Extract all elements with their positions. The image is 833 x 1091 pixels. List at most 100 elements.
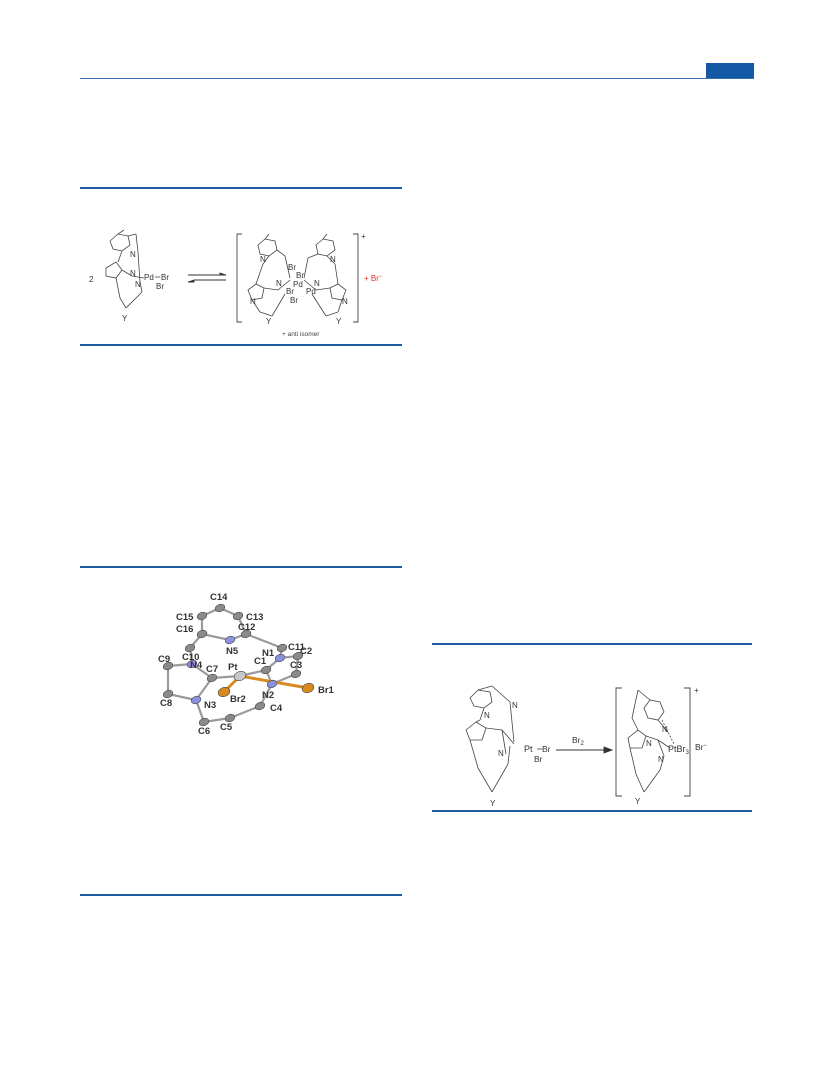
scheme1-note: + anti isomer (282, 331, 320, 338)
product-bracket (615, 687, 691, 797)
scheme1-equilibrium: 2 N N N Pd Br Br Y + (89, 229, 383, 338)
dimer-charge: + (361, 232, 366, 241)
atom-c1 (260, 665, 272, 675)
scheme2-right-ptbr3: PtBr3 (668, 744, 690, 756)
dimer-n-3: N (250, 297, 256, 306)
scheme2-left-n3: N (498, 749, 504, 758)
scheme2-right-n2: N (646, 739, 652, 748)
header-tab (706, 63, 754, 78)
atom-label-c2: C2 (300, 646, 312, 657)
atom-n5 (224, 635, 236, 645)
scheme2-left-br2: Br (534, 754, 543, 764)
atom-c7 (206, 673, 218, 683)
atom-c3 (290, 669, 302, 679)
scheme2-right-n1: N (662, 725, 668, 734)
scheme1-bottom-rule (80, 344, 402, 346)
atom-label-c8: C8 (160, 698, 172, 709)
scheme2-left-y: Y (490, 799, 496, 808)
dimer-br-top2: Br (296, 271, 304, 280)
atom-c6 (198, 717, 210, 727)
atom-c2 (292, 651, 304, 661)
atom-label-c4: C4 (270, 703, 283, 714)
dimer-br-top1: Br (288, 263, 296, 272)
scheme1-pd-left: Pd (144, 273, 154, 282)
atom-c8 (162, 689, 174, 699)
figure-bottom-rule (80, 894, 402, 896)
scheme2-left-br1: Br (542, 744, 551, 754)
bond-C12-C11 (245, 632, 283, 650)
atom-label-c6: C6 (198, 726, 210, 737)
dimer-n-6: N (314, 279, 320, 288)
atom-c16 (196, 629, 208, 639)
bond-C16-N5 (201, 632, 231, 642)
dimer-n-2: N (330, 255, 336, 264)
scheme1-counterion: + Br− (364, 274, 383, 283)
dimer-n-4: N (342, 297, 348, 306)
scheme2-right-n3: N (658, 755, 664, 764)
atom-n1 (274, 653, 286, 663)
scheme2-product-complex (627, 689, 675, 793)
atom-label-c5: C5 (220, 722, 233, 733)
dimer-y-1: Y (266, 317, 272, 326)
atom-label-br2: Br2 (230, 694, 246, 705)
atom-label-pt: Pt (228, 662, 238, 673)
atom-br1 (301, 682, 315, 694)
atom-c11 (276, 643, 288, 653)
scheme1-top-rule (80, 187, 402, 189)
reaction-arrow (556, 746, 614, 754)
dimer-pd2: Pd (306, 287, 316, 296)
atom-label-c3: C3 (290, 660, 302, 671)
atom-c4 (254, 701, 266, 711)
dimer-structure (247, 233, 347, 317)
atom-label-n3: N3 (204, 700, 216, 711)
bond-C4-C5 (229, 704, 261, 720)
atom-label-c14: C14 (210, 592, 228, 603)
atom-label-c10: C10 (182, 652, 199, 663)
atom-label-c1: C1 (254, 656, 267, 667)
scheme2-bottom-rule (432, 810, 752, 812)
atom-label-c11: C11 (288, 642, 306, 653)
dimer-br-bot1: Br (286, 287, 294, 296)
atom-c10 (184, 643, 196, 653)
dimer-y-2: Y (336, 317, 342, 326)
atom-label-c13: C13 (246, 612, 263, 623)
figure-top-rule (80, 566, 402, 568)
product-charge: + (694, 686, 699, 695)
atom-br2 (217, 686, 231, 698)
atom-c14 (214, 603, 226, 613)
scheme1-n1: N (130, 250, 136, 259)
reaction-reagent: Br2 (572, 735, 585, 747)
dimer-br-bot2: Br (290, 296, 298, 305)
scheme2-pt-complex (465, 685, 515, 793)
atom-c12 (240, 629, 252, 639)
atom-pt (233, 670, 247, 682)
atom-label-n1: N1 (262, 648, 275, 659)
atom-label-c16: C16 (176, 624, 193, 635)
scheme1-br1-left: Br (161, 273, 169, 282)
scheme1-monomer (105, 229, 145, 309)
scheme1-coefficient: 2 (89, 275, 94, 284)
atom-label-n2: N2 (262, 690, 274, 701)
atom-label-c7: C7 (206, 664, 218, 675)
atom-label-n5: N5 (226, 646, 239, 657)
scheme2-left-pt: Pt (524, 744, 533, 754)
atom-c13 (232, 611, 244, 621)
scheme2-left-n1: N (484, 711, 490, 720)
atom-label-br1: Br1 (318, 685, 335, 696)
atom-c15 (196, 611, 208, 621)
bond-C8-N3 (167, 692, 197, 702)
scheme2-right-y: Y (635, 797, 641, 806)
scheme1-y-left: Y (122, 314, 128, 323)
scheme1-n3: N (135, 280, 141, 289)
scheme1-br2-left: Br (156, 282, 164, 291)
scheme2-oxidation: N N N Pt Br Br Y Br2 + Br− N N N PtBr3 Y (465, 685, 708, 808)
atom-label-c15: C15 (176, 612, 194, 623)
header-rule (80, 78, 754, 79)
atom-label-c9: C9 (158, 654, 170, 665)
dimer-n-5: N (276, 279, 282, 288)
atom-c9 (162, 661, 174, 671)
equilibrium-arrows (187, 272, 227, 283)
atom-n2 (266, 679, 278, 689)
scheme2-left-n2: N (512, 701, 518, 710)
